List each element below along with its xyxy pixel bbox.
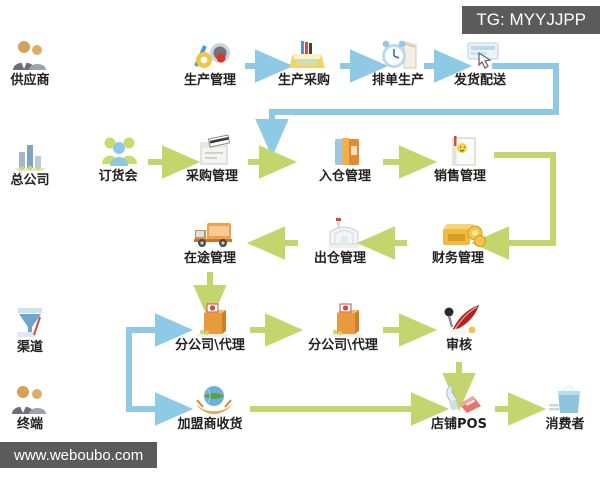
lane-label: 渠道 — [16, 340, 43, 355]
edge-channel-split-upper — [126, 313, 194, 409]
group-people-icon — [98, 134, 138, 168]
node-production-mgmt[interactable]: 生产管理 — [164, 38, 256, 88]
lane-terminal: 终端 — [0, 382, 65, 432]
lane-label: 终端 — [16, 417, 43, 432]
node-label: 财务管理 — [431, 251, 484, 266]
node-inbound-mgmt[interactable]: 入仓管理 — [299, 134, 391, 184]
node-label: 分公司\代理 — [175, 338, 245, 353]
node-outbound-mgmt[interactable]: 出仓管理 — [294, 216, 386, 266]
node-purchase-mgmt[interactable]: 采购管理 — [166, 134, 258, 184]
node-store-pos[interactable]: 店铺POS — [413, 382, 505, 432]
quill-pen-icon — [439, 303, 479, 337]
books-icon — [325, 134, 365, 168]
lane-label: 供应商 — [10, 73, 50, 88]
node-label: 店铺POS — [431, 417, 487, 432]
node-label: 采购管理 — [185, 169, 238, 184]
node-consumer[interactable]: 消费者 — [519, 382, 600, 432]
node-branch-agent-1[interactable]: 分公司\代理 — [164, 303, 256, 353]
node-production-purchase[interactable]: 生产采购 — [258, 38, 350, 88]
node-label: 排单生产 — [371, 73, 424, 88]
node-label: 销售管理 — [433, 169, 486, 184]
node-shipping-delivery[interactable]: 发货配送 — [434, 38, 526, 88]
lane-supplier: 供应商 — [0, 38, 65, 88]
lane-head-office: 总公司 — [0, 138, 65, 188]
node-label: 在途管理 — [183, 251, 236, 266]
watermark-badge: www.weboubo.com — [0, 442, 158, 468]
two-people-icon — [10, 38, 50, 72]
node-label: 审核 — [445, 338, 472, 353]
node-label: 生产管理 — [183, 73, 236, 88]
click-hand-icon — [460, 38, 500, 72]
node-order-fair[interactable]: 订货会 — [72, 134, 164, 184]
node-sales-mgmt[interactable]: 销售管理 — [414, 134, 506, 184]
globe-hands-icon — [190, 382, 233, 416]
node-label: 订货会 — [98, 169, 138, 184]
edge-shipping-delivery-to-inbound-mgmt — [255, 63, 559, 158]
pos-scanner-icon — [439, 382, 481, 416]
shopping-bag-icon — [545, 382, 585, 416]
node-label: 入仓管理 — [318, 169, 371, 184]
node-franchisee-receipt[interactable]: 加盟商收货 — [164, 382, 256, 432]
node-schedule-production[interactable]: 排单生产 — [352, 38, 444, 88]
lane-channel: 渠道 — [0, 305, 65, 355]
node-branch-agent-2[interactable]: 分公司\代理 — [297, 303, 389, 353]
carton-box-icon — [190, 303, 230, 337]
node-finance-mgmt[interactable]: 财务管理 — [412, 216, 504, 266]
node-label: 发货配送 — [453, 73, 506, 88]
tg-tag-badge: TG: MYYJJPP — [462, 6, 600, 34]
clock-calendar-icon — [378, 38, 418, 72]
gear-magnifier-icon — [190, 38, 230, 72]
lane-label: 总公司 — [10, 173, 50, 188]
node-label: 加盟商收货 — [177, 417, 243, 432]
tray-box-icon — [284, 38, 325, 72]
two-people-icon — [10, 382, 50, 416]
bar-chart-icon — [10, 138, 50, 172]
money-box-icon — [438, 216, 486, 250]
node-label: 出仓管理 — [313, 251, 366, 266]
node-label: 分公司\代理 — [308, 338, 378, 353]
node-label: 消费者 — [545, 417, 585, 432]
edge-channel-split-lower — [126, 330, 194, 426]
node-audit[interactable]: 审核 — [413, 303, 505, 353]
funnel-icon — [10, 305, 50, 339]
note-page-icon — [440, 134, 480, 168]
node-label: 生产采购 — [277, 73, 330, 88]
card-swipe-icon — [192, 134, 232, 168]
carton-box-icon — [323, 303, 363, 337]
edge-sales-mgmt-to-finance-mgmt — [470, 152, 556, 260]
truck-icon — [190, 216, 232, 250]
node-in-transit-mgmt[interactable]: 在途管理 — [164, 216, 256, 266]
warehouse-icon — [320, 216, 362, 250]
